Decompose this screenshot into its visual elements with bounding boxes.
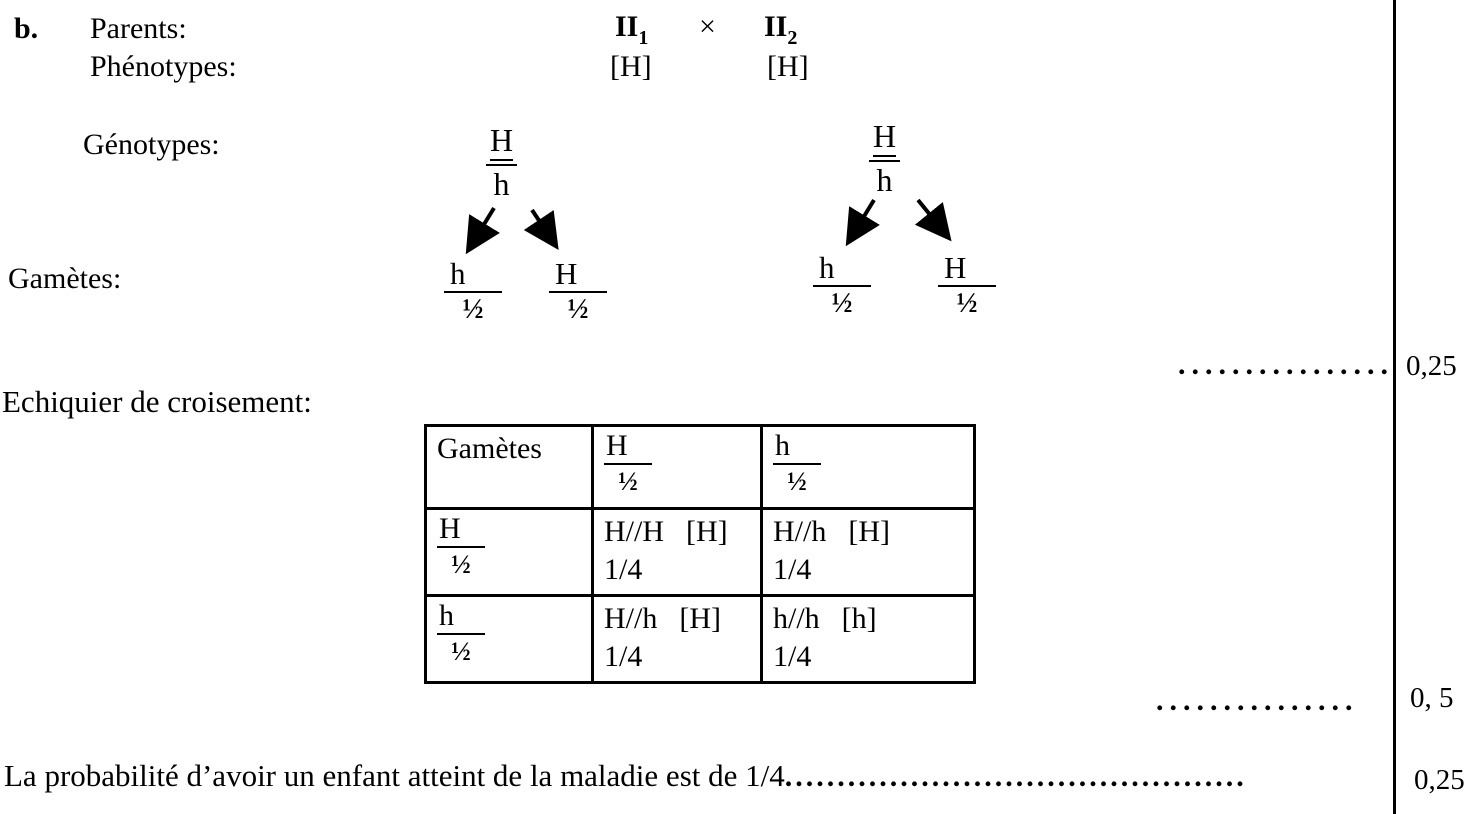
parent-1-allele-top: H [490,123,514,161]
gamete-frequency: ½ [956,288,978,319]
punnett-col-header-H: H ½ [591,424,763,510]
parent-2-allele-bottom: h [876,161,893,198]
parent-1-gamete-H: H ½ [549,258,607,324]
parent-2-subscript: 2 [787,27,798,49]
dotted-leader: ................ [1178,348,1394,381]
cross-symbol: × [699,10,716,43]
mark-value-3: 0,25 [1414,764,1465,796]
punnett-table: Gamètes H ½ h ½ H ½ H//H[H] 1/4 H//h[H] [424,424,976,684]
question-label: b. [14,12,39,45]
margin-vertical-rule [1393,0,1396,814]
punnett-cell-Hh-2: H//h[H] 1/4 [591,594,763,684]
mark-value-1: 0,25 [1406,350,1457,382]
punnett-cell-hh: h//h[h] 1/4 [760,594,976,684]
gamete-frequency: ½ [567,294,589,325]
conclusion-sentence: La probabilité d’avoir un enfant atteint… [4,758,1247,793]
parent-1-gamete-h: h ½ [444,258,502,324]
cross-board-label: Echiquier de croisement: [2,384,312,419]
parent-1-phenotype: [H] [610,50,652,83]
dotted-leader: ........................................… [784,760,1247,793]
parent-2-allele-top: H [873,119,897,157]
punnett-corner-cell: Gamètes [424,424,594,510]
gamete-frequency: ½ [462,294,484,325]
dotted-leader: ............... [1156,684,1359,717]
punnett-cell-HH: H//H[H] 1/4 [591,507,763,597]
parent-1-allele-bottom: h [493,165,510,202]
punnett-col-header-h: h ½ [760,424,976,510]
parent-2-genotype: H h [869,119,901,198]
parent-1-id: II1 [615,10,649,49]
parent-2-id: II2 [764,10,798,49]
punnett-row-header-H: H ½ [424,507,594,597]
parent-1-subscript: 1 [638,27,649,49]
parent-1-gamete-arrows-icon [465,206,559,255]
gamete-frequency: ½ [831,288,853,319]
parent-1-genotype: H h [486,123,518,202]
punnett-row-header-h: h ½ [424,594,594,684]
parent-2-phenotype: [H] [767,50,809,83]
mark-value-2: 0, 5 [1410,682,1454,714]
parent-2-gamete-H: H ½ [938,252,996,318]
punnett-cell-Hh-1: H//h[H] 1/4 [760,507,976,597]
parent-2-gamete-h: h ½ [813,252,871,318]
phenotypes-label: Phénotypes: [90,50,237,83]
gametes-label: Gamètes: [8,262,122,295]
genotypes-label: Génotypes: [83,128,220,161]
parent-2-gamete-arrows-icon [845,198,952,247]
parents-label: Parents: [90,12,187,45]
